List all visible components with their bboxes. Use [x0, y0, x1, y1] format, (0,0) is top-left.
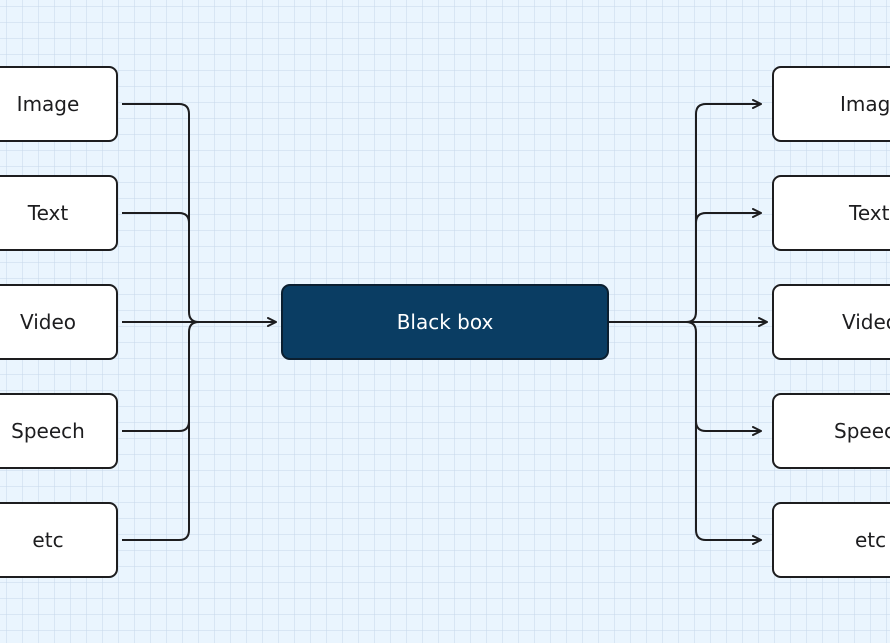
- output-node-label: Text: [849, 201, 890, 225]
- input-connector-text: [122, 212, 190, 312]
- output-node-text: Text: [772, 175, 890, 251]
- output-node-video: Video: [772, 284, 890, 360]
- input-node-video: Video: [0, 284, 118, 360]
- input-connector-image: [122, 103, 200, 323]
- input-connector-speech: [122, 332, 190, 432]
- output-node-speech: Speech: [772, 393, 890, 469]
- output-connector-image: [685, 99, 762, 323]
- output-node-label: Image: [840, 92, 890, 116]
- output-connector-text: [695, 208, 762, 224]
- black-box-label: Black box: [396, 310, 494, 334]
- output-connector-etc: [685, 321, 762, 545]
- input-node-label: Image: [16, 92, 80, 116]
- output-node-image: Image: [772, 66, 890, 142]
- input-connector-etc: [122, 321, 200, 541]
- input-node-text: Text: [0, 175, 118, 251]
- output-node-label: Speech: [834, 419, 890, 443]
- black-box-node: Black box: [281, 284, 609, 360]
- output-node-label: Video: [842, 310, 890, 334]
- output-node-label: etc: [855, 528, 887, 552]
- input-node-speech: Speech: [0, 393, 118, 469]
- input-node-image: Image: [0, 66, 118, 142]
- input-node-label: Text: [27, 201, 69, 225]
- output-connector-speech: [695, 420, 762, 436]
- output-node-etc: etc: [772, 502, 890, 578]
- input-node-etc: etc: [0, 502, 118, 578]
- input-node-label: etc: [32, 528, 64, 552]
- input-node-label: Speech: [11, 419, 85, 443]
- input-node-label: Video: [19, 310, 77, 334]
